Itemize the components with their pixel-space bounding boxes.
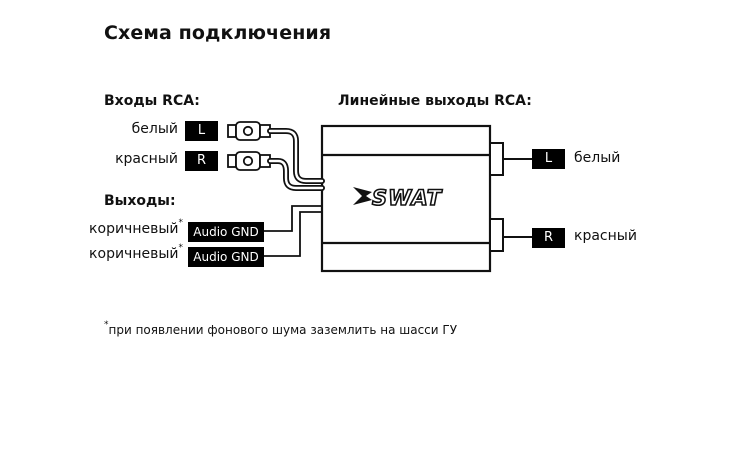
page-title: Схема подключения	[104, 22, 332, 44]
input-channel-l-tag: L	[185, 121, 218, 141]
device-box	[320, 124, 492, 273]
output-label-white: белый	[574, 150, 621, 166]
asterisk-mark: *	[178, 243, 184, 253]
output-channel-r-tag: R	[532, 228, 565, 248]
rca-jack-right	[489, 218, 504, 252]
audio-gnd-tag-2: Audio GND	[188, 247, 264, 267]
output-label-red: красный	[574, 228, 637, 244]
output-label-text: коричневый	[89, 221, 179, 237]
footnote-mark: *	[104, 320, 109, 330]
inputs-heading: Входы RCA:	[104, 93, 200, 109]
line-outputs-heading: Линейные выходы RCA:	[338, 93, 532, 109]
swat-logo-text: SWAT	[372, 186, 443, 210]
output-label-brown-1: коричневый*	[89, 218, 184, 237]
rca-jack-left	[489, 142, 504, 176]
input-channel-r-tag: R	[185, 151, 218, 171]
asterisk-mark: *	[178, 218, 184, 228]
outputs-heading: Выходы:	[104, 193, 176, 209]
audio-gnd-tag-1: Audio GND	[188, 222, 264, 242]
swat-logo: SWAT	[353, 185, 443, 211]
input-label-white: белый	[131, 121, 178, 137]
footnote-text: при появлении фонового шума заземлить на…	[108, 323, 458, 337]
output-label-text: коричневый	[89, 246, 179, 262]
ground-wires	[264, 205, 322, 257]
input-cables	[267, 128, 325, 191]
output-label-brown-2: коричневый*	[89, 243, 184, 262]
input-label-red: красный	[115, 151, 178, 167]
rca-plug-white	[227, 121, 271, 141]
output-channel-l-tag: L	[532, 149, 565, 169]
footnote: *при появлении фонового шума заземлить н…	[104, 320, 458, 337]
rca-plug-red	[227, 151, 271, 171]
